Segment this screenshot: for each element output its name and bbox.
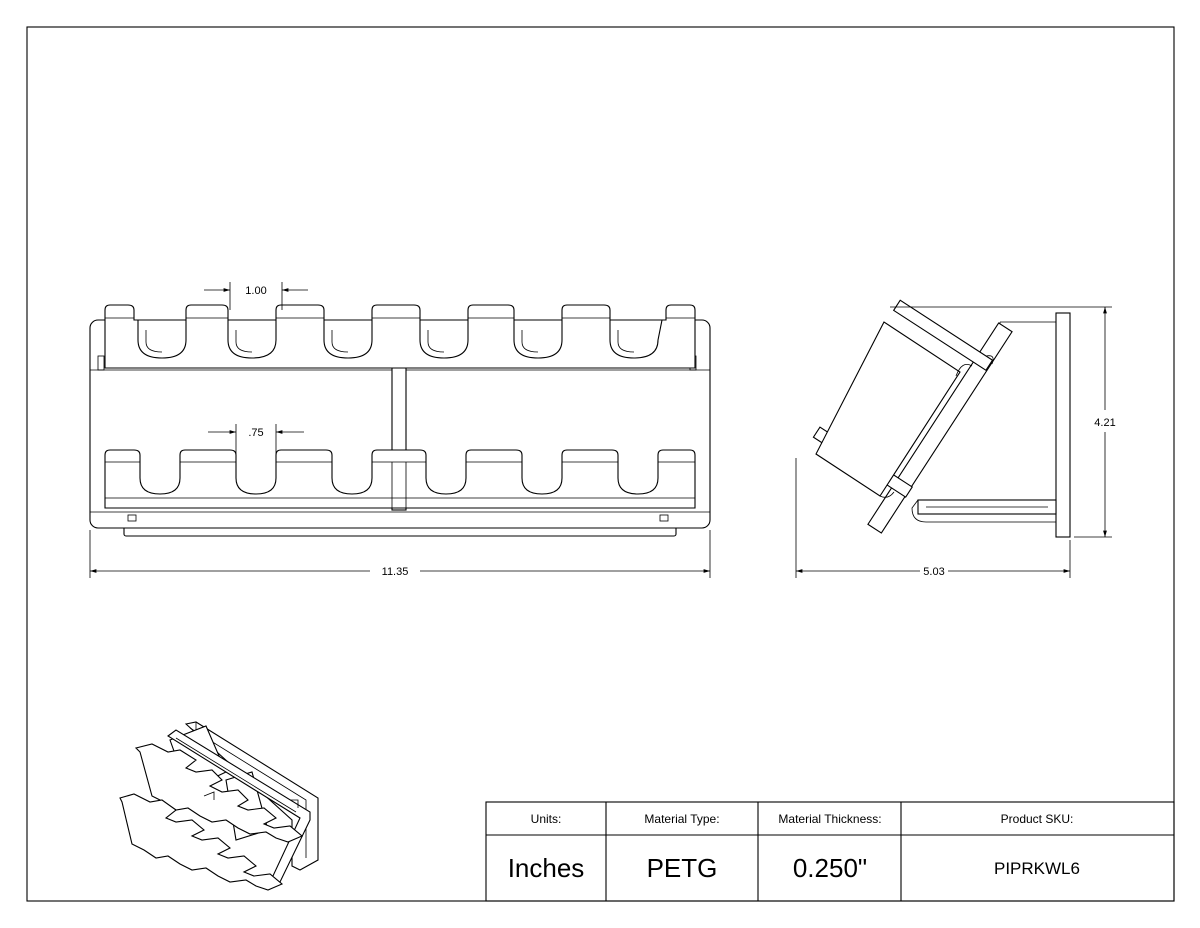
side-angled-board xyxy=(867,322,1013,534)
dim-slot-top-label: 1.00 xyxy=(245,285,266,297)
iso-top-arm xyxy=(134,743,304,843)
material-type-value: PETG xyxy=(647,853,718,883)
side-wall-plate xyxy=(1055,312,1071,538)
iso-view xyxy=(119,721,319,891)
units-label: Units: xyxy=(531,812,562,826)
dim-side-height-label: 4.21 xyxy=(1094,417,1115,429)
front-view xyxy=(89,304,711,537)
title-block: Units: Material Type: Material Thickness… xyxy=(485,801,1175,902)
dim-slot-top: 1.00 xyxy=(204,282,308,310)
units-value: Inches xyxy=(508,853,585,883)
dim-slot-bottom-label: .75 xyxy=(248,427,263,439)
dim-overall-width-label: 11.35 xyxy=(382,566,409,578)
front-top-slot-bar xyxy=(104,304,696,369)
side-view xyxy=(812,299,1071,538)
dim-slot-bottom: .75 xyxy=(208,424,304,455)
material-thickness-label: Material Thickness: xyxy=(778,812,881,826)
material-type-label: Material Type: xyxy=(644,812,719,826)
iso-bottom-arm xyxy=(119,793,284,891)
product-sku-label: Product SKU: xyxy=(1001,812,1074,826)
side-panel xyxy=(815,321,961,497)
dim-side-height: 4.21 xyxy=(890,306,1116,538)
material-thickness-value: 0.250" xyxy=(793,853,867,883)
front-bottom-slot-bar xyxy=(104,449,696,509)
product-sku-value: PIPRKWL6 xyxy=(994,859,1080,878)
dim-side-depth-label: 5.03 xyxy=(923,566,944,578)
side-top-arm xyxy=(892,299,994,372)
dim-overall-width: 11.35 xyxy=(89,530,711,578)
dim-side-depth: 5.03 xyxy=(795,458,1071,578)
